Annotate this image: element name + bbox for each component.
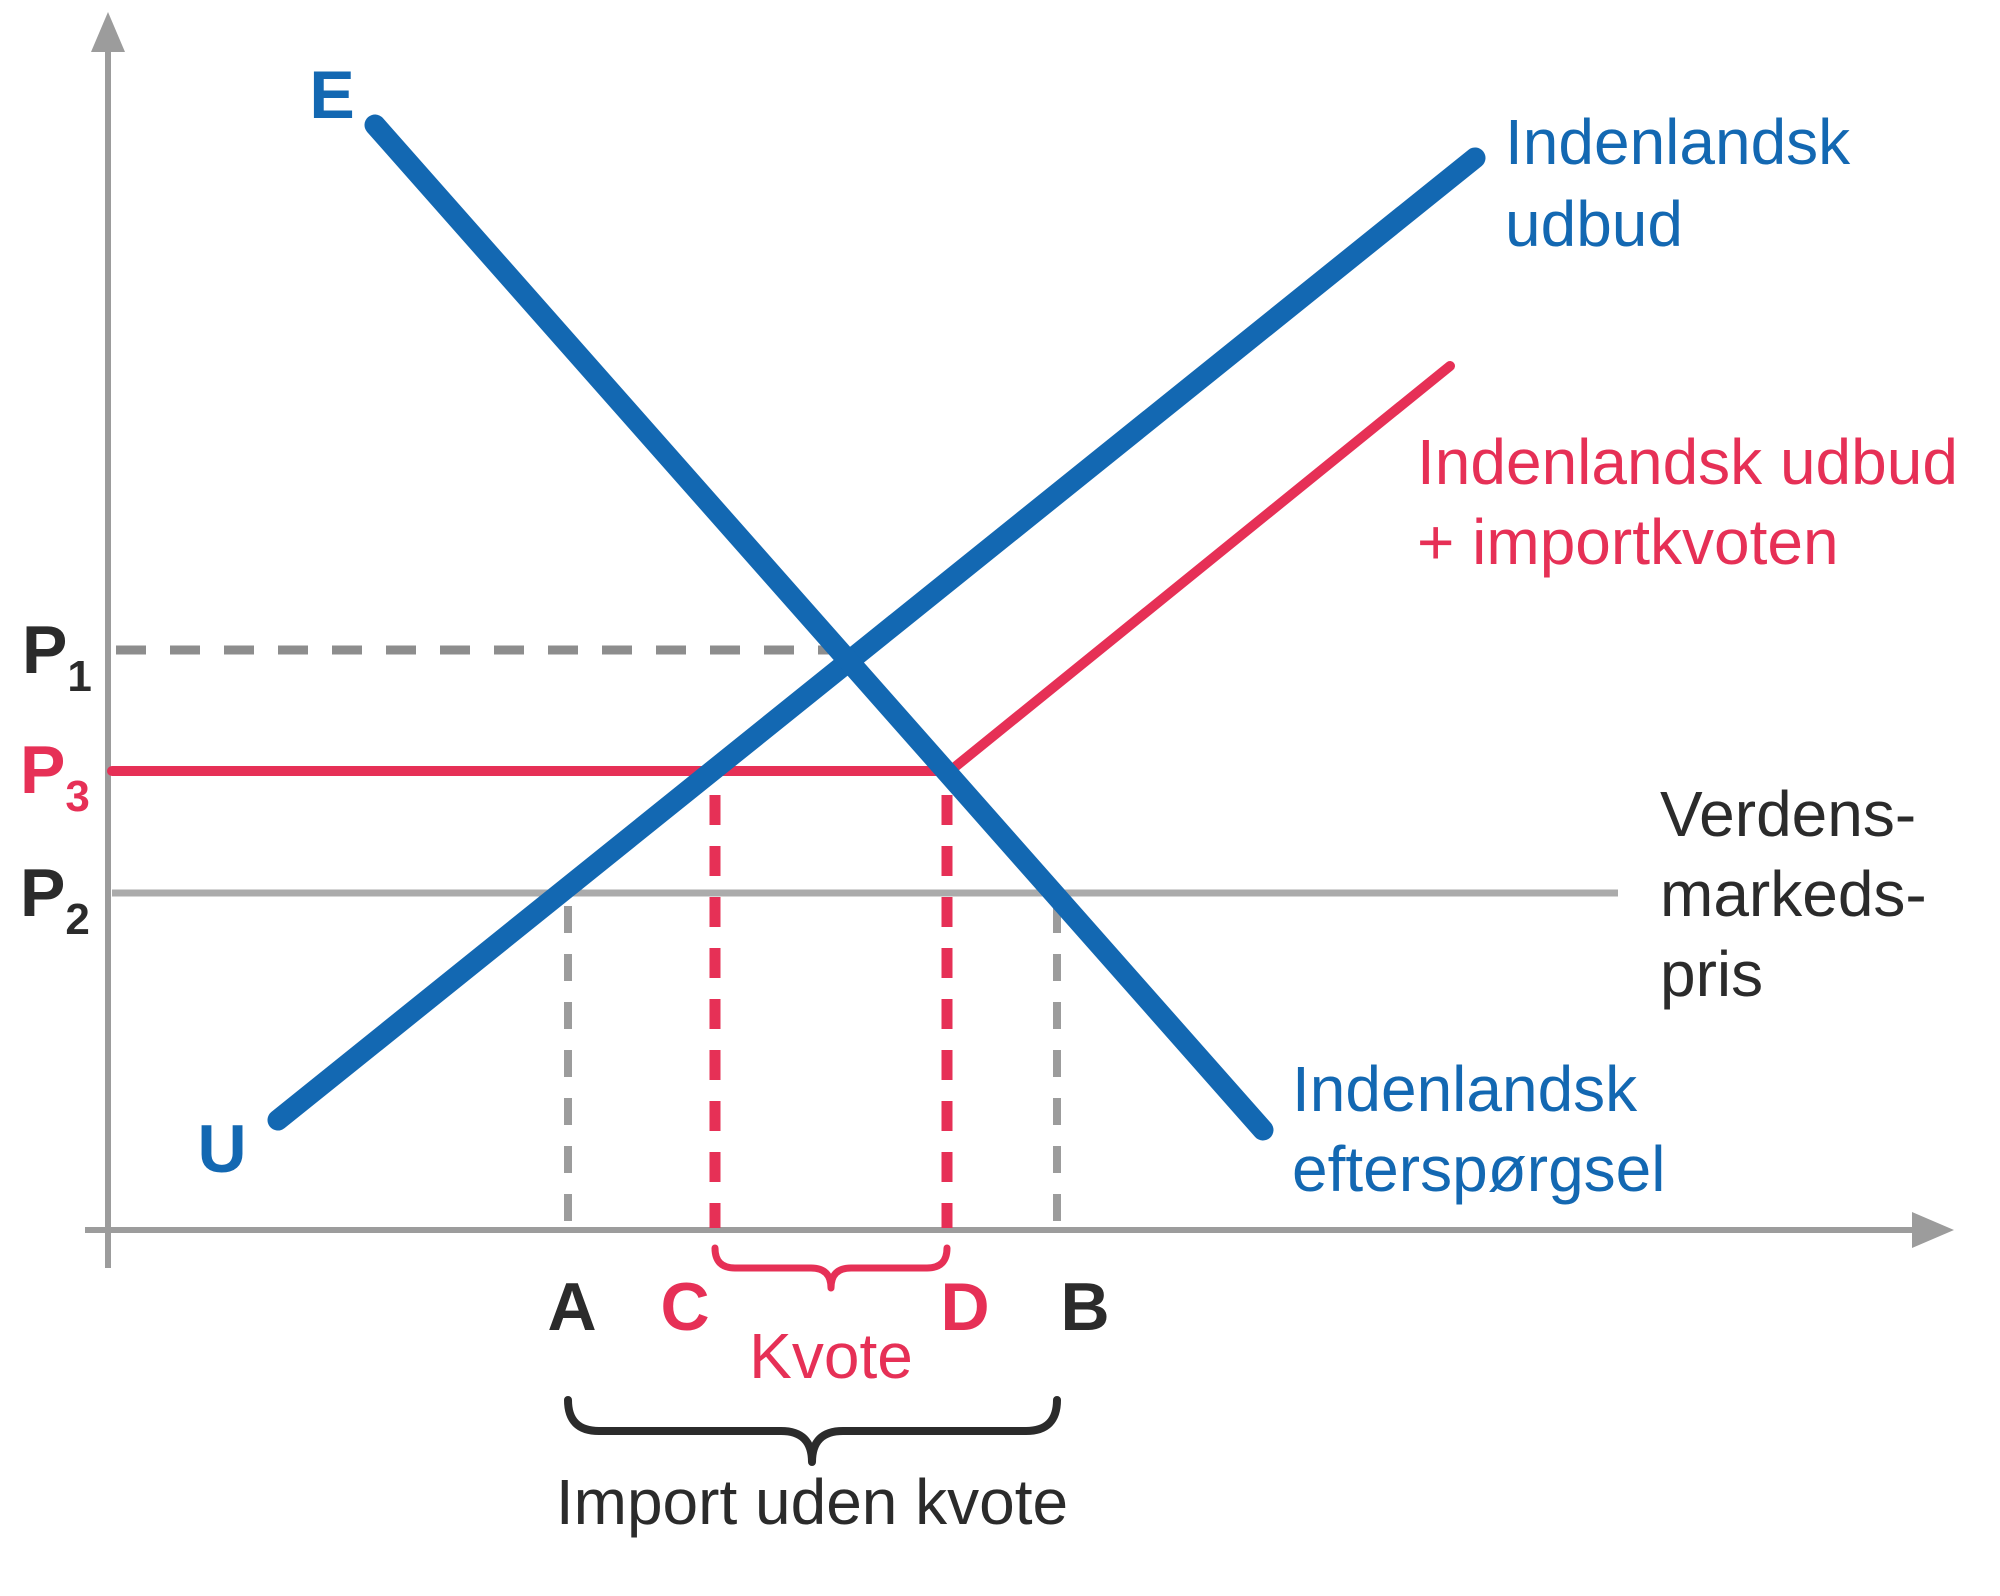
import-uden-kvote-brace	[564, 1396, 1061, 1466]
price-p3-base: P	[20, 732, 65, 808]
price-p1-base: P	[22, 612, 67, 688]
supply-plus-quota-label-line1: Indenlandsk udbud	[1417, 426, 1958, 498]
world-price-label-line3: pris	[1660, 938, 1763, 1010]
supply-label-line1: Indenlandsk	[1505, 106, 1851, 178]
price-p3-subscript: 3	[65, 772, 89, 821]
price-p2-base: P	[20, 855, 65, 931]
price-p1-subscript: 1	[67, 652, 91, 701]
kvote-caption: Kvote	[749, 1320, 913, 1392]
price-p2-subscript: 2	[65, 895, 89, 944]
x-axis-arrowhead	[1912, 1212, 1954, 1248]
supply-label-line2: udbud	[1505, 188, 1683, 260]
supply-plus-quota-label-line2: + importkvoten	[1417, 506, 1839, 578]
import-uden-kvote-caption: Import uden kvote	[556, 1466, 1068, 1538]
y-axis-arrowhead	[91, 12, 125, 52]
point-a-label: A	[547, 1269, 596, 1345]
domestic-supply-curve	[267, 147, 1486, 1131]
price-p1-label: P1	[22, 612, 92, 701]
point-b-label: B	[1060, 1269, 1109, 1345]
demand-label-line1: Indenlandsk	[1292, 1053, 1638, 1125]
kvote-brace	[711, 1244, 951, 1292]
point-d-label: D	[940, 1269, 989, 1345]
domestic-demand-curve	[364, 114, 1274, 1141]
price-p2-label: P2	[20, 855, 90, 944]
price-p3-label: P3	[20, 732, 90, 821]
world-price-label-line1: Verdens-	[1660, 778, 1916, 850]
demand-label-line2: efterspørgsel	[1292, 1133, 1665, 1205]
supply-curve-origin-label: U	[197, 1111, 246, 1187]
world-price-label-line2: markeds-	[1660, 858, 1927, 930]
point-c-label: C	[660, 1269, 709, 1345]
demand-curve-origin-label: E	[309, 57, 354, 133]
